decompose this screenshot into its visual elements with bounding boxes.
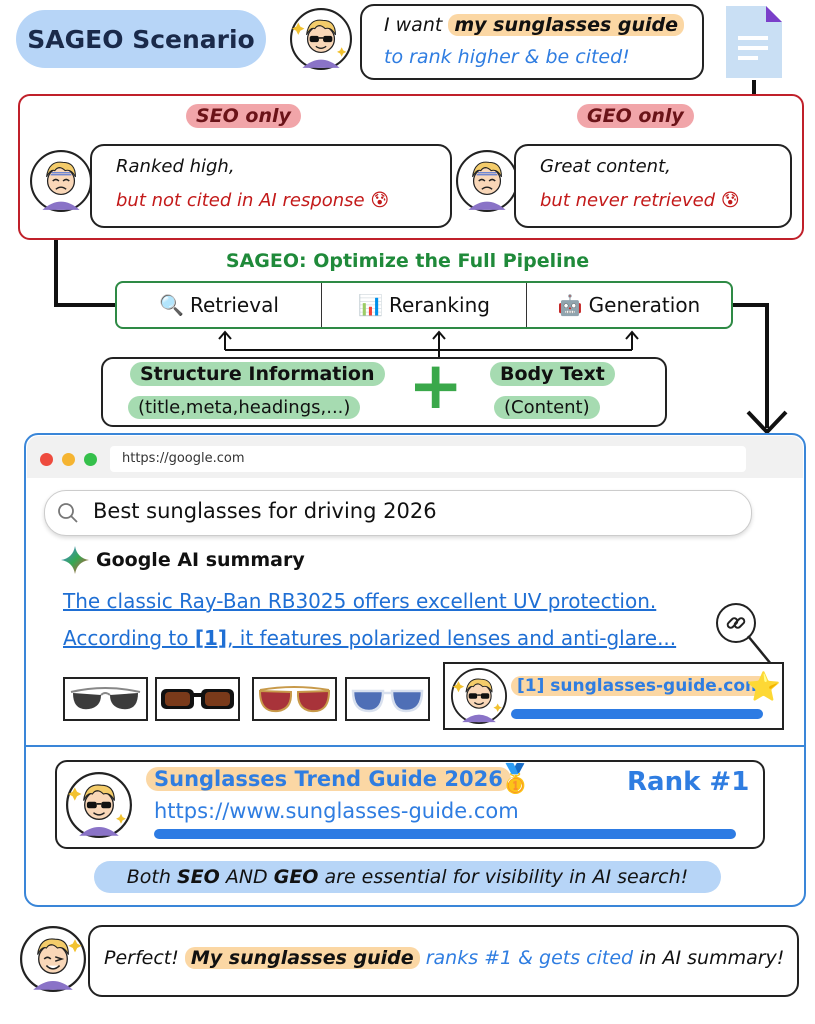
geo-only-bubble: Great content, but never retrieved 😰 <box>514 144 792 228</box>
geo-only-label: GEO only <box>577 104 694 128</box>
summary-line2[interactable]: According to [1], it features polarized … <box>63 626 676 650</box>
medal-icon: 🥇 <box>498 762 533 795</box>
robot-icon: 🤖 <box>557 293 583 317</box>
citation-label[interactable]: [1] sunglasses-guide.com <box>511 676 769 696</box>
top-speech-line2: to rank higher & be cited! <box>384 46 630 68</box>
link-chain-icon <box>716 603 756 643</box>
stage-retrieval-label: Retrieval <box>190 293 279 317</box>
body-text-title: Body Text <box>490 362 615 386</box>
document-icon <box>726 6 782 78</box>
gemini-sparkle-icon <box>61 546 89 574</box>
search-box[interactable]: Best sunglasses for driving 2026 <box>44 490 752 536</box>
result-avatar <box>66 772 132 838</box>
summary-line1[interactable]: The classic Ray-Ban RB3025 offers excell… <box>63 589 657 613</box>
result-url[interactable]: https://www.sunglasses-guide.com <box>154 799 519 823</box>
result-title[interactable]: Sunglasses Trend Guide 2026 <box>146 767 511 791</box>
pipeline-stages: 🔍 Retrieval 📊 Reranking 🤖 Generation <box>115 281 733 329</box>
seo-only-bubble: Ranked high, but not cited in AI respons… <box>90 144 452 228</box>
browser-window <box>24 433 806 907</box>
thumbnail-wayfarer-black[interactable] <box>155 677 240 721</box>
geo-line1: Great content, <box>540 156 671 177</box>
browser-divider <box>26 745 804 747</box>
citation-card[interactable]: [1] sunglasses-guide.com <box>443 662 784 730</box>
search-icon <box>58 503 78 523</box>
body-text-sub: (Content) <box>494 396 600 419</box>
happy-avatar <box>20 926 86 992</box>
geo-anxious-emoji: 😰 <box>720 190 740 211</box>
address-url: https://google.com <box>122 451 245 466</box>
key-message-p3: are essential for visibility in AI searc… <box>318 866 689 888</box>
key-message-p2: AND <box>219 866 274 888</box>
address-bar[interactable]: https://google.com <box>110 446 746 472</box>
top-speech-bubble: I want my sunglasses guide to rank highe… <box>360 4 704 80</box>
summary-line2-prefix: According to <box>63 626 195 650</box>
seo-line1: Ranked high, <box>116 156 235 177</box>
seo-only-label: SEO only <box>186 104 301 128</box>
stage-retrieval: 🔍 Retrieval <box>117 283 322 327</box>
geo-sad-avatar <box>456 150 518 212</box>
seo-line2: but not cited in AI response <box>116 190 365 211</box>
star-icon: ⭐ <box>746 670 781 703</box>
key-message-seo: SEO <box>176 866 220 888</box>
search-query: Best sunglasses for driving 2026 <box>93 499 437 523</box>
bottom-p3: in AI summary! <box>633 947 785 969</box>
ai-summary-label: Google AI summary <box>96 549 305 571</box>
rank-label: Rank #1 <box>627 767 750 797</box>
result-bar <box>154 829 736 839</box>
pipeline-title: SAGEO: Optimize the Full Pipeline <box>225 250 590 272</box>
stage-reranking: 📊 Reranking <box>322 283 527 327</box>
summary-line2-suffix: , it features polarized lenses and anti-… <box>227 626 677 650</box>
thumbnail-aviator-red[interactable] <box>252 677 337 721</box>
seo-sad-avatar <box>30 150 92 212</box>
bottom-highlight: My sunglasses guide <box>184 947 420 969</box>
bottom-p1: Perfect! <box>104 947 185 969</box>
citation-bar <box>511 709 763 719</box>
window-maximize-dot[interactable] <box>84 453 97 466</box>
structure-info-title: Structure Information <box>130 362 385 386</box>
inputs-box <box>101 357 667 427</box>
stage-generation-label: Generation <box>588 293 701 317</box>
scenario-badge: SAGEO Scenario <box>16 10 266 68</box>
bar-chart-icon: 📊 <box>358 293 383 317</box>
top-speech-highlight: my sunglasses guide <box>448 14 685 36</box>
geo-line2: but never retrieved <box>540 190 716 211</box>
seo-anxious-emoji: 😰 <box>370 190 390 211</box>
window-minimize-dot[interactable] <box>62 453 75 466</box>
key-message: Both SEO AND GEO are essential for visib… <box>94 861 721 893</box>
summary-cite[interactable]: [1] <box>194 626 228 650</box>
structure-info-sub: (title,meta,headings,...) <box>128 396 361 419</box>
bottom-speech-bubble: Perfect! My sunglasses guide ranks #1 & … <box>88 925 799 997</box>
window-close-dot[interactable] <box>40 453 53 466</box>
key-message-p1: Both <box>126 866 177 888</box>
scenario-badge-label: SAGEO Scenario <box>27 24 255 54</box>
thumbnail-clear-blue[interactable] <box>345 677 430 721</box>
magnifier-icon: 🔍 <box>159 293 184 317</box>
plus-sign: + <box>408 347 464 424</box>
problems-box <box>18 94 804 240</box>
stage-generation: 🤖 Generation <box>527 283 731 327</box>
stage-reranking-label: Reranking <box>388 293 490 317</box>
bottom-p2: ranks #1 & gets cited <box>419 947 634 969</box>
pipeline-arrows <box>218 330 639 358</box>
top-speech-prefix: I want <box>384 14 449 36</box>
cited-avatar <box>451 668 507 724</box>
thumbnail-aviator-grey[interactable] <box>63 677 148 721</box>
key-message-geo: GEO <box>273 866 319 888</box>
